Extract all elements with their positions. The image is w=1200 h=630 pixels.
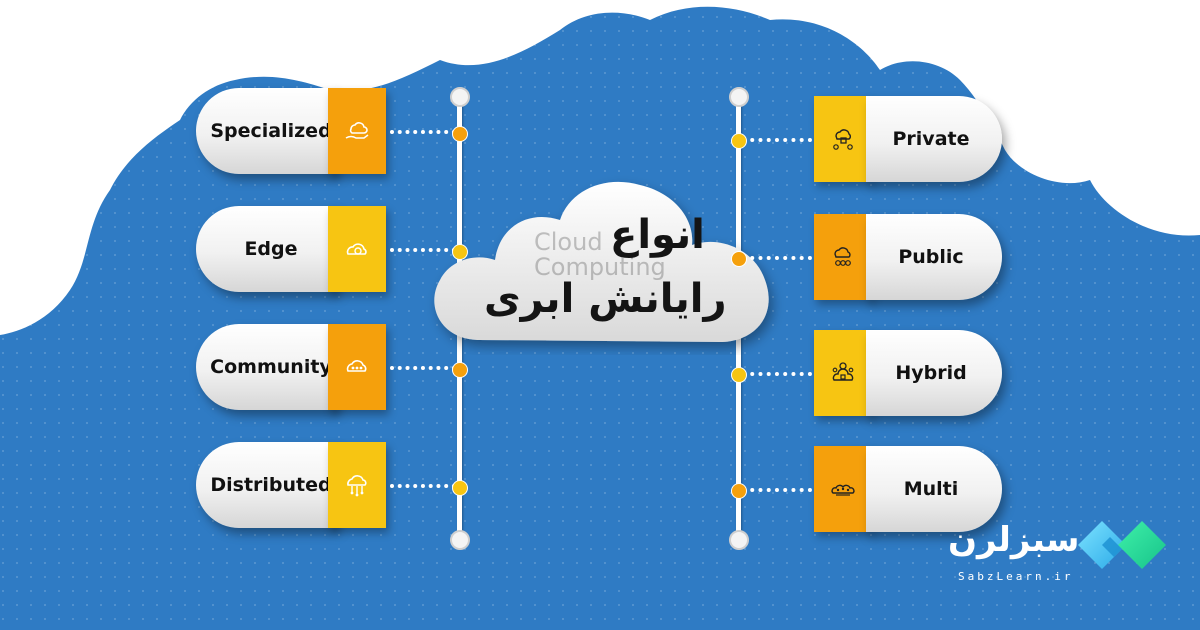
node-hybrid: [731, 367, 747, 383]
background-cloud: [0, 0, 1200, 335]
right-rail-top-cap: [729, 87, 749, 107]
item-specialized: Specialized: [196, 88, 336, 174]
item-multi-iconbox: [814, 446, 872, 532]
watermark-line-1: Cloud: [534, 228, 603, 256]
item-multi: Multi: [866, 446, 1002, 532]
connector-specialized: [390, 130, 456, 134]
item-label: Multi: [903, 478, 959, 500]
item-label: Hybrid: [895, 362, 967, 384]
connector-hybrid: [742, 372, 812, 376]
connector-private: [742, 138, 812, 142]
public-cloud-icon: [834, 247, 851, 266]
connector-edge: [390, 248, 456, 252]
connector-public: [742, 256, 812, 260]
node-community: [452, 362, 468, 378]
multi-cloud-icon: [831, 484, 855, 496]
hand-cloud-icon: [345, 122, 369, 139]
item-label: Distributed: [210, 474, 332, 496]
center-title-line-2: رایانش ابری: [484, 276, 727, 322]
left-rail-bottom-cap: [450, 530, 470, 550]
item-edge-iconbox: [328, 206, 386, 292]
item-label: Community: [210, 356, 332, 378]
item-edge: Edge: [196, 206, 336, 292]
item-hybrid: Hybrid: [866, 330, 1002, 416]
item-label: Private: [892, 128, 970, 150]
connector-multi: [742, 488, 812, 492]
brand-name: سبزلرن: [948, 520, 1080, 560]
item-community-iconbox: [328, 324, 386, 410]
center-title-line-1: انواع: [610, 212, 705, 258]
node-multi: [731, 483, 747, 499]
node-distributed: [452, 480, 468, 496]
item-distributed-iconbox: [328, 442, 386, 528]
brand-url: SabzLearn.ir: [958, 570, 1074, 583]
left-rail-top-cap: [450, 87, 470, 107]
center-cloud: [434, 181, 769, 342]
node-private: [731, 133, 747, 149]
right-rail-bottom-cap: [729, 530, 749, 550]
item-private-iconbox: [814, 96, 872, 182]
item-public: Public: [866, 214, 1002, 300]
item-distributed: Distributed: [196, 442, 336, 528]
item-community: Community: [196, 324, 336, 410]
hybrid-cloud-icon: [832, 362, 854, 381]
cloud-computing-watermark: Cloud Computing: [534, 230, 704, 280]
node-edge: [452, 244, 468, 260]
distributed-cloud-icon: [347, 475, 367, 497]
private-cloud-icon: [833, 129, 853, 150]
community-cloud-icon: [346, 360, 367, 372]
item-label: Specialized: [210, 120, 332, 142]
edge-cloud-icon: [346, 243, 367, 255]
sabzlearn-logo-icon: [1078, 521, 1166, 569]
item-public-iconbox: [814, 214, 872, 300]
item-specialized-iconbox: [328, 88, 386, 174]
connector-distributed: [390, 484, 456, 488]
connector-community: [390, 366, 456, 370]
node-public: [731, 251, 747, 267]
item-hybrid-iconbox: [814, 330, 872, 416]
node-specialized: [452, 126, 468, 142]
item-label: Edge: [244, 238, 298, 260]
item-private: Private: [866, 96, 1002, 182]
watermark-line-2: Computing: [534, 253, 666, 281]
item-label: Public: [898, 246, 964, 268]
